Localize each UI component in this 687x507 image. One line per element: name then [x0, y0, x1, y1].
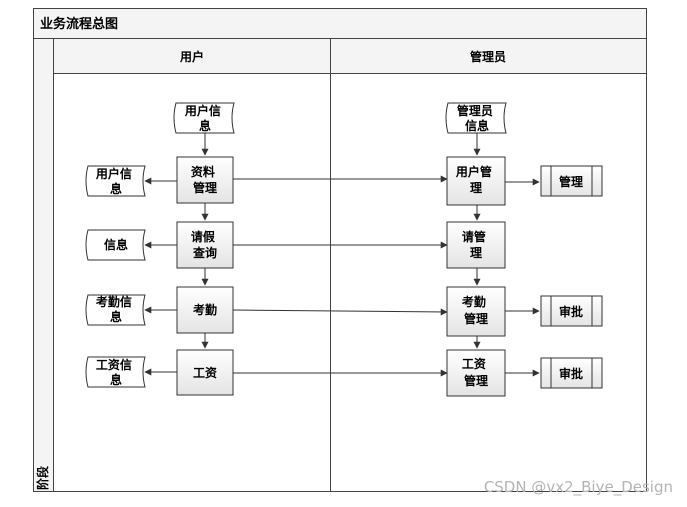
- admin-output-approve-salary-label: 审批: [559, 366, 583, 381]
- process-attendance-label: 考勤: [193, 302, 217, 317]
- diagram-title: 业务流程总图: [40, 16, 118, 32]
- process-profile-line2: 管理: [193, 180, 217, 195]
- svg-text:考勤 管理: 考勤 管理: [462, 294, 490, 326]
- svg-text:管理员 信息: 管理员 信息: [457, 103, 497, 133]
- stage-label: 阶段: [35, 465, 50, 490]
- title-bar: [33, 8, 647, 39]
- svg-text:请管 理: 请管 理: [462, 229, 490, 260]
- admin-info-doc-line2: 信息: [465, 118, 489, 133]
- svg-text:用户信 息: 用户信 息: [184, 103, 225, 133]
- user-info-doc-line1: 用户信: [184, 103, 221, 118]
- output-info-label: 信息: [104, 237, 128, 252]
- admin-info-doc-line1: 管理员: [457, 103, 493, 118]
- process-profile: 资料 管理: [176, 156, 234, 204]
- svg-text:考勤信 息: 考勤信 息: [96, 294, 136, 324]
- output-salary-info-line1: 工资信: [96, 357, 132, 372]
- admin-output-approve-attendance-label: 审批: [559, 304, 583, 319]
- svg-text:请假 查询: 请假 查询: [191, 229, 219, 260]
- admin-leave-mgmt-line2: 理: [470, 246, 482, 260]
- output-user-info-line1: 用户信: [95, 166, 132, 181]
- admin-attendance-mgmt-line1: 考勤: [462, 294, 486, 309]
- process-salary-label: 工资: [193, 365, 217, 380]
- admin-user-mgmt-line1: 用户管: [455, 164, 492, 179]
- connectors: [144, 133, 540, 377]
- output-salary-info: 工资信 息: [85, 356, 146, 388]
- admin-user-mgmt-line2: 理: [470, 181, 482, 195]
- admin-output-manage: 管理: [540, 165, 603, 197]
- admin-salary-mgmt-line1: 工资: [462, 356, 486, 371]
- lane-header-user: [53, 38, 331, 74]
- process-salary: 工资: [176, 349, 234, 396]
- admin-attendance-mgmt: 考勤 管理: [446, 286, 506, 337]
- output-user-info-line2: 息: [110, 181, 122, 196]
- output-user-info: 用户信 息: [85, 165, 146, 197]
- process-leave-line2: 查询: [192, 245, 217, 260]
- process-leave: 请假 查询: [176, 221, 234, 269]
- svg-text:工资 管理: 工资 管理: [462, 356, 490, 388]
- admin-output-approve-salary: 审批: [540, 357, 603, 389]
- svg-text:资料 管理: 资料 管理: [191, 164, 219, 195]
- output-salary-info-line2: 息: [110, 372, 122, 387]
- admin-attendance-mgmt-line2: 管理: [464, 311, 488, 326]
- admin-leave-mgmt: 请管 理: [446, 221, 506, 269]
- process-profile-line1: 资料: [191, 164, 215, 179]
- admin-salary-mgmt: 工资 管理: [446, 349, 506, 397]
- admin-output-manage-label: 管理: [559, 174, 583, 189]
- user-info-doc-line2: 息: [199, 118, 211, 133]
- admin-salary-mgmt-line2: 管理: [464, 373, 488, 388]
- output-attendance-info-line2: 息: [110, 309, 122, 324]
- admin-user-mgmt: 用户管 理: [446, 156, 506, 206]
- lane-user-label: 用户: [179, 49, 204, 64]
- svg-text:用户管 理: 用户管 理: [455, 164, 496, 195]
- lane-admin-label: 管理员: [470, 49, 506, 64]
- process-attendance: 考勤: [176, 286, 234, 334]
- lane-header-admin: [330, 38, 647, 74]
- watermark: CSDN @vx2_Biye_Design: [483, 478, 673, 496]
- output-attendance-info-line1: 考勤信: [96, 294, 132, 309]
- output-info: 信息: [85, 229, 146, 261]
- user-info-doc: 用户信 息: [173, 102, 235, 134]
- admin-leave-mgmt-line1: 请管: [462, 229, 486, 244]
- svg-text:用户信 息: 用户信 息: [95, 166, 136, 196]
- stage-column: [33, 38, 54, 492]
- admin-info-doc: 管理员 信息: [445, 102, 507, 134]
- process-leave-line1: 请假: [191, 229, 216, 244]
- svg-text:工资信 息: 工资信 息: [96, 357, 136, 387]
- admin-output-approve-attendance: 审批: [540, 295, 603, 327]
- output-attendance-info: 考勤信 息: [85, 294, 146, 326]
